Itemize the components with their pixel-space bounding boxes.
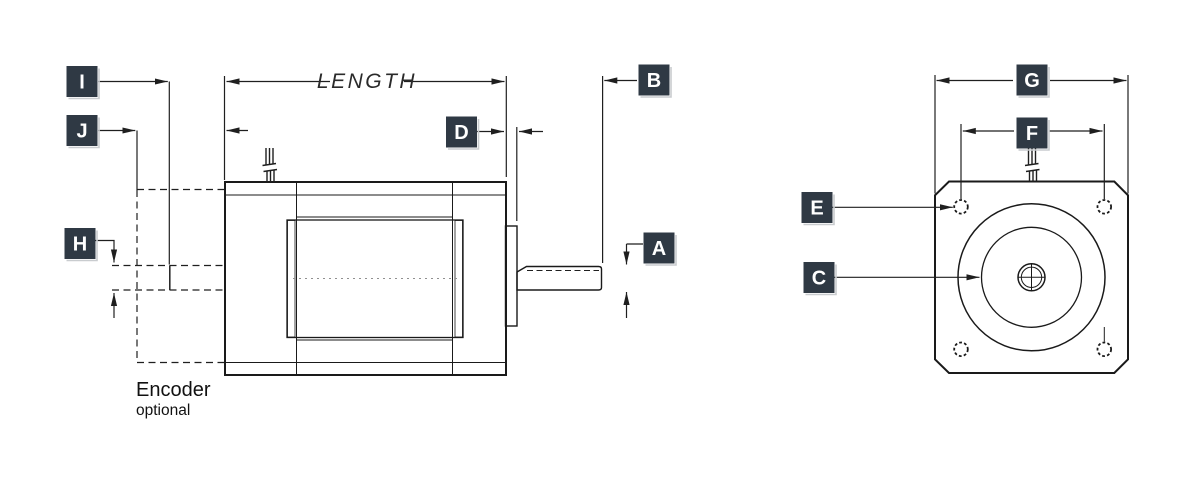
label-h: H [64, 228, 98, 262]
label-i: I [66, 66, 100, 100]
shaft-end [1017, 263, 1046, 292]
boss-circle [980, 226, 1083, 328]
label-b: B [638, 64, 672, 98]
dimension-j [98, 127, 248, 190]
length-dimension-text: LENGTH [317, 70, 417, 93]
lamination-ribs [296, 181, 453, 376]
dimension-d [477, 127, 543, 221]
dimension-b [601, 76, 637, 263]
label-a-text: A [652, 238, 666, 260]
pilot-boss [504, 225, 518, 327]
label-c-text: C [812, 268, 826, 290]
lead-wires-side [262, 148, 278, 182]
label-g-text: G [1024, 70, 1040, 92]
label-f: F [1016, 117, 1050, 151]
faceplate [934, 180, 1129, 374]
encoder-outline [136, 188, 224, 364]
encoder-note: Encoder optional [136, 379, 211, 419]
dimension-length: LENGTH [223, 70, 507, 180]
label-i-text: I [79, 72, 85, 94]
label-h-text: H [73, 234, 87, 256]
front-shaft [516, 265, 603, 291]
label-j: J [66, 115, 100, 149]
dimension-i [98, 78, 170, 265]
dimension-f [960, 124, 1105, 199]
lead-wires-front [1024, 148, 1040, 182]
label-d-text: D [454, 122, 468, 144]
mounting-hole-top-right [1096, 199, 1113, 215]
label-g: G [1016, 64, 1050, 98]
dimension-h [95, 239, 118, 318]
mounting-holes [953, 199, 1113, 358]
label-f-text: F [1026, 123, 1038, 145]
label-b-text: B [647, 70, 661, 92]
label-e-text: E [810, 198, 823, 220]
side-view: LENGTH [95, 70, 643, 419]
label-j-text: J [76, 121, 87, 143]
motor-body [224, 181, 507, 376]
label-e: E [801, 192, 835, 226]
front-view [832, 75, 1129, 374]
label-d: D [446, 116, 480, 150]
dimension-labels: I J H D B A [64, 64, 1050, 296]
mounting-hole-bottom-right [1096, 341, 1113, 358]
label-c: C [803, 262, 837, 296]
encoder-note-title: Encoder [136, 379, 211, 401]
dimension-a [623, 243, 643, 318]
rear-shaft-hidden [112, 264, 224, 291]
dimension-g [934, 75, 1129, 194]
encoder-note-subtitle: optional [136, 402, 190, 419]
label-a: A [643, 232, 677, 266]
mounting-hole-bottom-left [953, 341, 969, 358]
mounting-hole-top-left [953, 199, 969, 215]
stator-section [286, 219, 464, 339]
